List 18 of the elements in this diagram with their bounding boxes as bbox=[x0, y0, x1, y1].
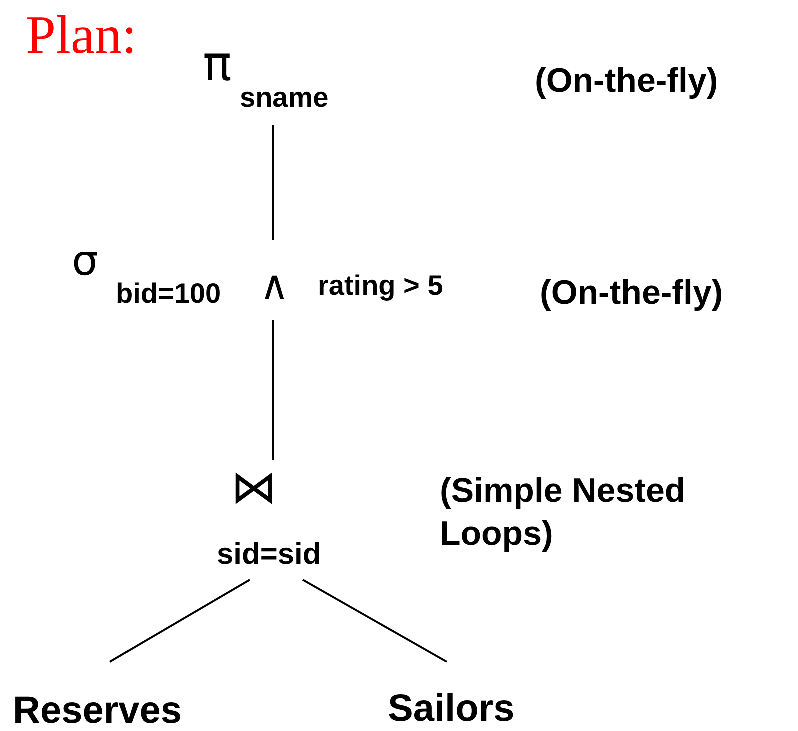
relation-label: Sailors bbox=[388, 690, 515, 728]
tree-edge-line bbox=[272, 320, 274, 460]
condition-subscript: bid=100 bbox=[116, 280, 222, 308]
plan-title: Plan: bbox=[26, 8, 138, 62]
selection-symbol: σ bbox=[72, 240, 99, 282]
join-symbol: ⋈ bbox=[231, 464, 277, 510]
algorithm-annotation: (Simple Nested Loops) bbox=[440, 471, 687, 554]
attribute-subscript: sname bbox=[240, 84, 329, 112]
relation-label: Reserves bbox=[13, 692, 182, 730]
tree-edge-line bbox=[302, 579, 448, 663]
algorithm-annotation: (On-the-fly) bbox=[535, 61, 720, 102]
tree-edge-line bbox=[110, 579, 250, 663]
projection-symbol: π bbox=[203, 40, 232, 88]
condition-subscript: rating > 5 bbox=[318, 272, 444, 300]
algorithm-annotation: (On-the-fly) bbox=[540, 273, 724, 314]
and-symbol: ∧ bbox=[260, 266, 290, 306]
join-condition: sid=sid bbox=[217, 540, 322, 570]
tree-edge-line bbox=[272, 125, 274, 240]
